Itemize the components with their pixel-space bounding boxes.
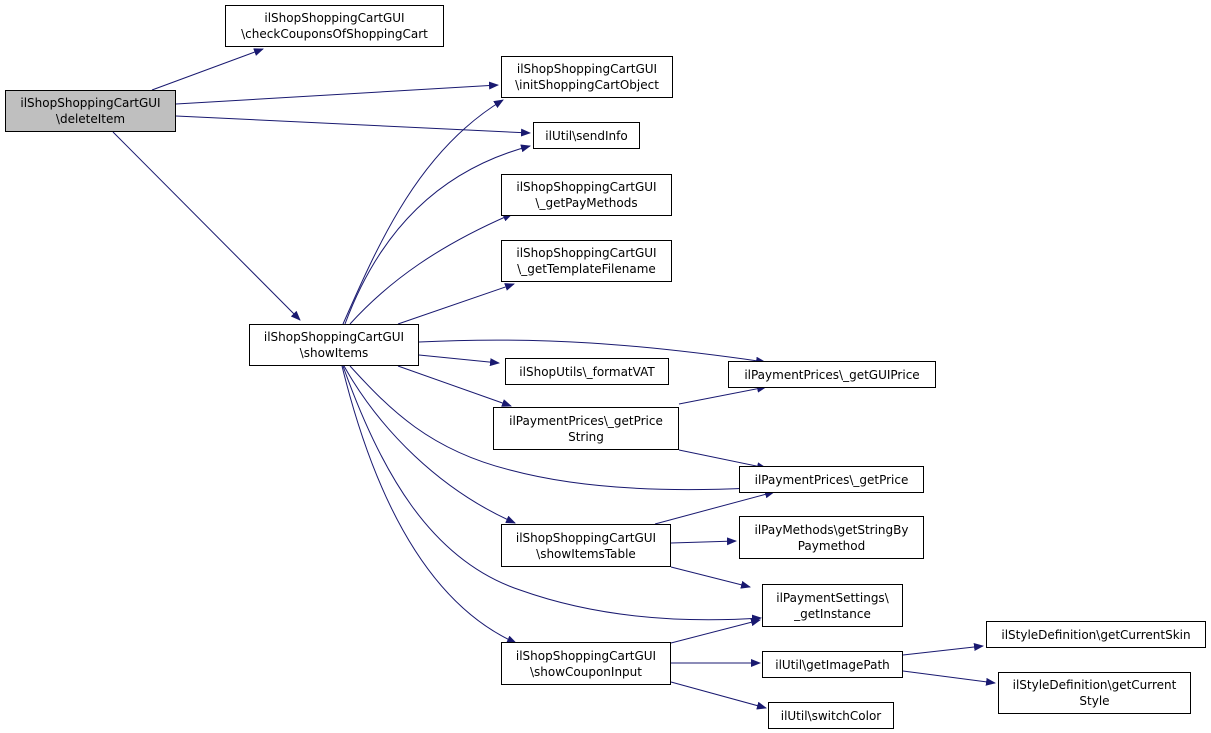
- node-label-line: ilUtil\sendInfo: [545, 128, 628, 143]
- node-checkCoupons[interactable]: ilShopShoppingCartGUI \checkCouponsOfShop…: [225, 5, 444, 47]
- node-label-line: ilPayMethods\getStringBy: [754, 522, 909, 537]
- edge-getPriceString-to-getPrice: [678, 449, 767, 471]
- node-getGUIPrice[interactable]: ilPaymentPrices\_getGUIPrice: [728, 361, 936, 388]
- edge-showItems-to-getPriceString: [397, 365, 512, 407]
- node-switchColor[interactable]: ilUtil\switchColor: [768, 702, 894, 729]
- node-showItemsTable[interactable]: ilShopShoppingCartGUI\showItemsTable: [501, 524, 671, 567]
- edge-showItemsTable-to-getStringByPaymethod: [670, 537, 737, 546]
- edge-showItems-to-getPrice: [349, 365, 752, 493]
- edge-getImagePath-to-getCurrentStyle: [902, 670, 996, 686]
- edge-showItems-to-sendInfo: [344, 144, 531, 325]
- node-label: ilShopShoppingCartGUI \_getPayMethods: [516, 179, 656, 211]
- node-label-line: ilShopShoppingCartGUI: [515, 530, 657, 545]
- node-getImagePath[interactable]: ilUtil\getImagePath: [762, 651, 903, 678]
- node-label-line: Style: [1079, 694, 1110, 708]
- node-label: ilShopShoppingCartGUI\showCouponInput: [516, 648, 656, 680]
- edge-showItems-to-getInstance: [342, 365, 762, 623]
- node-label-line: ilUtil\switchColor: [780, 708, 882, 723]
- node-label: ilShopShoppingCartGUI \initShoppingCartOb…: [515, 61, 659, 93]
- node-label: ilUtil\sendInfo: [545, 128, 627, 144]
- node-label: ilPaymentSettings\_getInstance: [776, 590, 888, 622]
- node-showItems[interactable]: ilShopShoppingCartGUI \showItems: [249, 324, 419, 366]
- node-label: ilShopShoppingCartGUI \_getTemplateFilena…: [516, 245, 656, 277]
- node-initCart[interactable]: ilShopShoppingCartGUI \initShoppingCartOb…: [501, 56, 673, 98]
- node-label-line: ilShopShoppingCartGUI: [20, 96, 161, 110]
- node-label-line: \initShoppingCartObject: [515, 78, 659, 92]
- node-label-line: ilStyleDefinition\getCurrent: [1012, 678, 1177, 692]
- node-label-line: ilShopShoppingCartGUI: [516, 246, 657, 260]
- edge-deleteItem-to-initCart: [175, 81, 499, 105]
- edge-showItems-to-showItemsTable: [343, 365, 516, 524]
- node-getPayMethods[interactable]: ilShopShoppingCartGUI \_getPayMethods: [501, 174, 672, 216]
- node-label-line: \showItemsTable: [536, 546, 636, 561]
- node-label: ilUtil\switchColor: [781, 708, 882, 724]
- edge-showItems-to-formatVAT: [418, 354, 500, 367]
- node-label: ilShopShoppingCartGUI \deleteItem: [20, 95, 160, 127]
- node-label-line: ilPaymentPrices\_getPrice: [509, 413, 663, 428]
- node-label-line: \_getTemplateFilename: [517, 262, 656, 276]
- node-label: ilStyleDefinition\getCurrentSkin: [1001, 627, 1190, 643]
- node-label-line: \showItems: [299, 346, 369, 360]
- node-label-line: \deleteItem: [55, 112, 126, 126]
- node-label-line: \_getPayMethods: [535, 196, 638, 210]
- edge-showItems-to-getTemplate: [397, 283, 515, 325]
- edge-deleteItem-to-checkCoupons: [151, 48, 264, 91]
- edge-showCouponInput-to-getInstance: [670, 618, 761, 644]
- node-label: ilPaymentPrices\_getGUIPrice: [744, 367, 919, 383]
- edge-showCouponInput-to-switchColor: [670, 681, 767, 710]
- node-label-line: _getInstance: [794, 606, 871, 621]
- edge-showItemsTable-to-getInstance: [670, 566, 751, 589]
- node-label: ilShopShoppingCartGUI\showItemsTable: [516, 530, 656, 562]
- node-label: ilShopShoppingCartGUI \showItems: [264, 329, 404, 361]
- node-formatVAT[interactable]: ilShopUtils\_formatVAT: [505, 358, 669, 385]
- edge-getImagePath-to-getCurrentSkin: [902, 643, 984, 656]
- edge-deleteItem-to-sendInfo: [175, 115, 531, 137]
- node-label-line: ilShopShoppingCartGUI: [515, 648, 657, 663]
- node-label-line: \checkCouponsOfShoppingCart: [241, 27, 428, 41]
- edge-deleteItem-to-showItems: [112, 131, 301, 321]
- node-getTemplate[interactable]: ilShopShoppingCartGUI \_getTemplateFilena…: [501, 240, 672, 282]
- node-label-line: ilStyleDefinition\getCurrentSkin: [1001, 627, 1191, 642]
- edge-showItems-to-getPayMethods: [349, 213, 513, 325]
- node-label-line: ilShopShoppingCartGUI: [264, 11, 405, 25]
- edge-getPriceString-to-getGUIPrice: [678, 384, 767, 405]
- node-label-line: String: [568, 429, 604, 444]
- node-getCurrentSkin[interactable]: ilStyleDefinition\getCurrentSkin: [986, 621, 1206, 648]
- node-getPrice[interactable]: ilPaymentPrices\_getPrice: [739, 466, 924, 493]
- node-label-line: ilShopUtils\_formatVAT: [519, 364, 655, 379]
- node-label-line: \showCouponInput: [529, 664, 642, 679]
- node-label-line: ilUtil\getImagePath: [775, 657, 890, 672]
- node-label-line: ilShopShoppingCartGUI: [263, 330, 405, 344]
- edge-showItemsTable-to-getPrice: [654, 490, 775, 525]
- edge-showItems-to-getGUIPrice: [418, 339, 766, 365]
- node-label-line: ilPaymentPrices\_getGUIPrice: [744, 367, 920, 382]
- node-label-line: ilPaymentPrices\_getPrice: [754, 472, 909, 487]
- node-getInstance[interactable]: ilPaymentSettings\_getInstance: [762, 584, 903, 627]
- node-label: ilShopUtils\_formatVAT: [519, 364, 654, 380]
- node-showCouponInput[interactable]: ilShopShoppingCartGUI\showCouponInput: [501, 642, 671, 685]
- node-label: ilPaymentPrices\_getPrice: [755, 472, 909, 488]
- node-label-line: ilPaymentSettings\: [776, 590, 889, 605]
- node-deleteItem[interactable]: ilShopShoppingCartGUI \deleteItem: [5, 90, 176, 132]
- node-label: ilShopShoppingCartGUI \checkCouponsOfShop…: [241, 10, 428, 42]
- edge-showItems-to-showCouponInput: [341, 365, 517, 644]
- node-label-line: Paymethod: [797, 538, 866, 553]
- node-label: ilUtil\getImagePath: [775, 657, 890, 673]
- edge-showItems-to-initCart: [342, 99, 504, 325]
- node-label-line: ilShopShoppingCartGUI: [516, 180, 657, 194]
- node-sendInfo[interactable]: ilUtil\sendInfo: [533, 122, 640, 149]
- node-label-line: ilShopShoppingCartGUI: [516, 62, 658, 76]
